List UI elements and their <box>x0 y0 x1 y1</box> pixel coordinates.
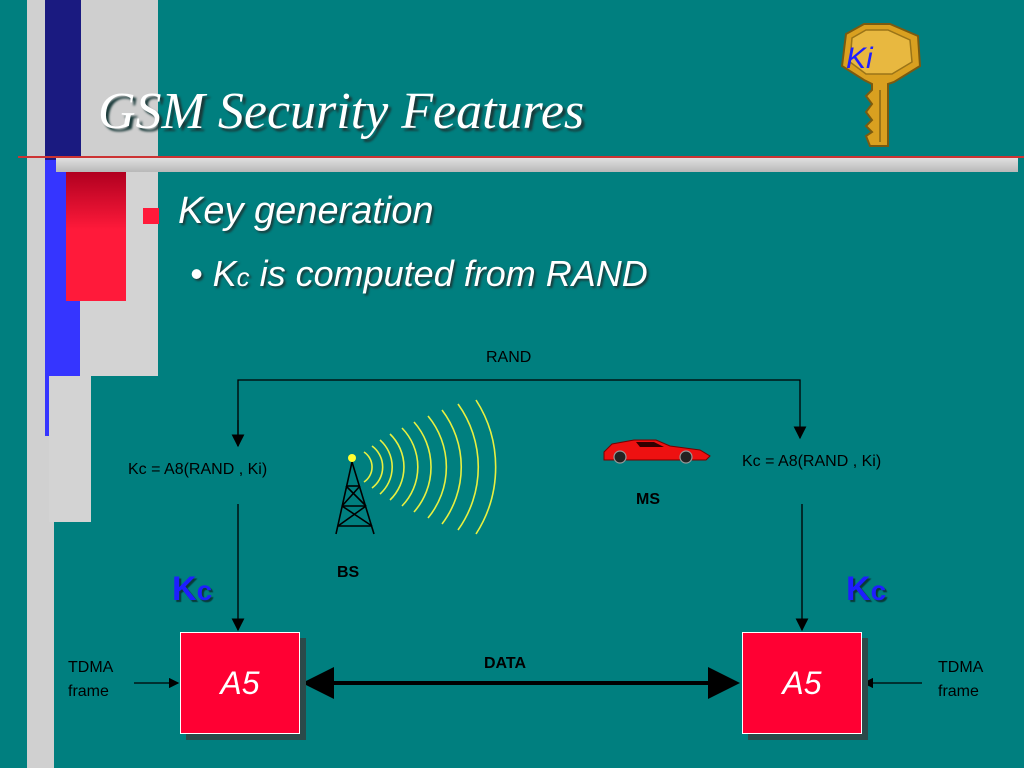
left-kc-label: Kc <box>172 570 212 609</box>
bs-label: BS <box>337 564 360 581</box>
bs-tower-icon <box>335 461 375 535</box>
decor-bar-red <box>66 172 126 301</box>
slide-title: GSM Security Features <box>98 83 585 140</box>
key-icon <box>840 23 922 147</box>
key-label: Ki <box>846 42 873 75</box>
bs-antenna-light-icon <box>348 454 356 462</box>
bullet-kc-rest: is computed from RAND <box>249 253 648 294</box>
right-kc-label: Kc <box>846 570 886 609</box>
left-a5-box: A5 <box>180 632 300 734</box>
left-kc-sub: c <box>196 575 213 606</box>
title-rule-gray <box>56 158 1018 172</box>
right-kc-sub: c <box>870 575 887 606</box>
decor-bar-navy <box>45 0 81 160</box>
bullet-kc-k: K <box>212 253 237 294</box>
rand-label: RAND <box>486 349 532 366</box>
tdma-left-line1: TDMA <box>68 659 114 676</box>
signal-waves-icon <box>363 399 497 535</box>
decor-bar-gray-mid <box>49 376 91 522</box>
bullet-kc-computed: • Kc is computed from RAND <box>190 253 648 295</box>
left-kc-main: K <box>172 570 197 608</box>
bullet-key-generation: Key generation <box>178 190 434 232</box>
right-a5-box: A5 <box>742 632 862 734</box>
decor-bar-gray-top <box>81 0 158 165</box>
tdma-right-line2: frame <box>938 683 979 700</box>
dot-bullet-icon: • <box>190 253 213 294</box>
right-formula: Kc = A8(RAND , Ki) <box>742 453 882 470</box>
data-label: DATA <box>484 655 527 672</box>
car-icon <box>603 439 711 464</box>
left-formula: Kc = A8(RAND , Ki) <box>128 461 268 478</box>
right-kc-main: K <box>846 570 871 608</box>
bullet-kc-subscript: c <box>236 262 250 292</box>
square-bullet-icon <box>143 208 159 224</box>
title-rule <box>18 156 1024 158</box>
tdma-right-line1: TDMA <box>938 659 984 676</box>
rand-line <box>237 379 807 446</box>
ms-label: MS <box>636 491 660 508</box>
tdma-left-line2: frame <box>68 683 109 700</box>
